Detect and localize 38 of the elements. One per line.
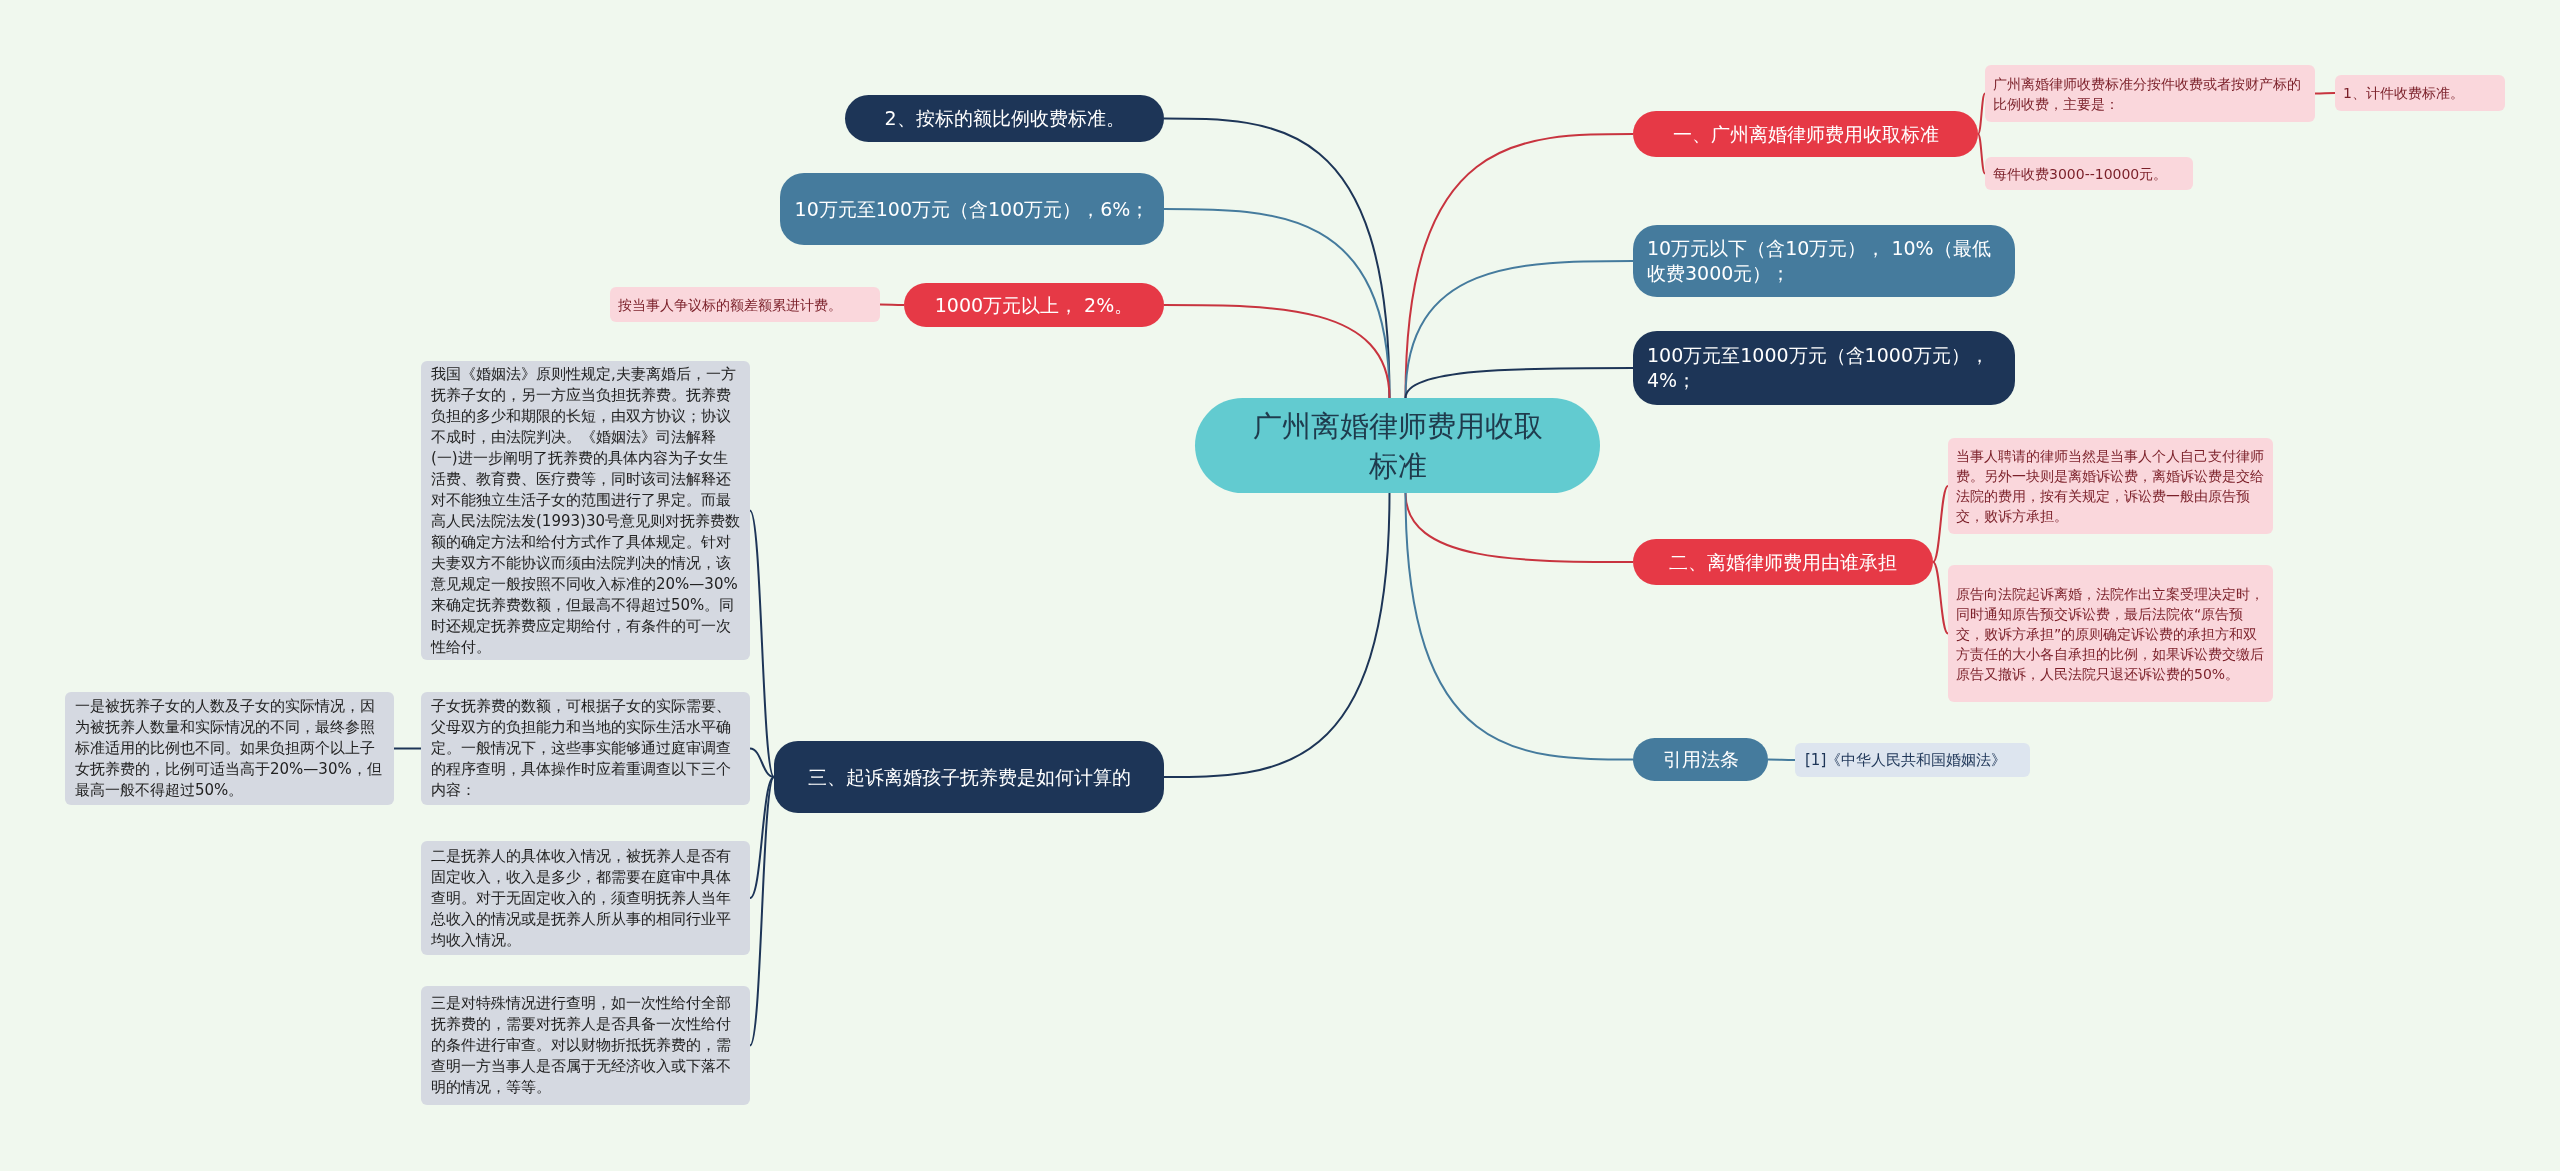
connector-line [1404, 367, 1634, 399]
connector-line [879, 303, 905, 306]
topic-pill: 1000万元以上， 2%。 [904, 283, 1164, 327]
topic-pill: 引用法条 [1633, 738, 1768, 781]
connector-line [749, 776, 775, 899]
connector-line [749, 747, 775, 778]
connector-line [1163, 492, 1391, 778]
connector-line [1404, 492, 1634, 761]
note-box: 广州离婚律师收费标准分按件收费或者按财产标的比例收费，主要是： [1985, 65, 2315, 122]
topic-pill: 10万元以下（含10万元）， 10%（最低收费3000元）； [1633, 225, 2015, 297]
note-box: 我国《婚姻法》原则性规定,夫妻离婚后，一方抚养子女的，另一方应当负担抚养费。抚养费负担的多少和期限的长短，由双方协议；协议不成时，由法院判决。《婚姻法》司法解释(一)进一步阐明了抚养费的具体内容为子女生活费、教育费、医疗费等，同时该司法解释还对不能独立生活子女的范围进行了界定。而最高人民法院法发(1993)30号意见则对抚养费数额的确定方法和给付方式作了具体规定。针对夫妻双方不能协议而须由法院判决的情况，该意见规定一般按照不同收入标准的20%—30%来确定抚养费数额，但最高不得超过50%。同时还规定抚养费应定期给付，有条件的可一次性给付。 [421, 361, 750, 660]
connector-line [1932, 561, 1949, 635]
central-topic: 广州离婚律师费用收取标准 [1195, 398, 1600, 493]
topic-pill: 10万元至100万元（含100万元），6%； [780, 173, 1164, 245]
connector-line [1767, 758, 1796, 761]
connector-line [393, 747, 422, 750]
topic-pill: 二、离婚律师费用由谁承担 [1633, 539, 1933, 585]
topic-pill: 一、广州离婚律师费用收取标准 [1633, 111, 1978, 157]
note-box: 原告向法院起诉离婚，法院作出立案受理决定时，同时通知原告预交诉讼费，最后法院依“原告预交，败诉方承担”的原则确定诉讼费的承担方和双方责任的大小各自承担的比例，如果诉讼费交缴后原告又撤诉，人民法院只退还诉讼费的50%。 [1948, 565, 2273, 702]
note-box: 当事人聘请的律师当然是当事人个人自己支付律师费。另外一块则是离婚诉讼费，离婚诉讼费是交给法院的费用，按有关规定，诉讼费一般由原告预交，败诉方承担。 [1948, 438, 2273, 534]
note-box: 一是被抚养子女的人数及子女的实际情况，因为被抚养人数量和实际情况的不同，最终参照标准适用的比例也不同。如果负担两个以上子女抚养费的，比例可适当高于20%—30%，但最高一般不得超过50%。 [65, 692, 394, 805]
note-box: 子女抚养费的数额，可根据子女的实际需要、父母双方的负担能力和当地的实际生活水平确定。一般情况下，这些事实能够通过庭审调查的程序查明，具体操作时应着重调查以下三个内容： [421, 692, 750, 805]
note-box: [1]《中华人民共和国婚姻法》 [1795, 743, 2030, 777]
note-box: 二是抚养人的具体收入情况，被抚养人是否有固定收入，收入是多少，都需要在庭审中具体查明。对于无固定收入的，须查明抚养人当年总收入的情况或是抚养人所从事的相同行业平均收入情况。 [421, 841, 750, 955]
connector-line [749, 509, 775, 778]
topic-pill: 三、起诉离婚孩子抚养费是如何计算的 [774, 741, 1164, 813]
connector-line [749, 776, 775, 1047]
connector-line [1163, 304, 1391, 399]
connector-line [1977, 92, 1986, 135]
note-box: 按当事人争议标的额差额累进计费。 [610, 287, 880, 322]
note-box: 1、计件收费标准。 [2335, 75, 2505, 111]
note-box: 每件收费3000--10000元。 [1985, 157, 2193, 190]
connector-line [1977, 133, 1986, 175]
topic-pill: 2、按标的额比例收费标准。 [845, 95, 1164, 142]
connector-line [1932, 485, 1949, 563]
topic-pill: 100万元至1000万元（含1000万元），4%； [1633, 331, 2015, 405]
connector-line [2314, 92, 2336, 95]
note-box: 三是对特殊情况进行查明，如一次性给付全部抚养费的，需要对抚养人是否具备一次性给付的条件进行审查。对以财物折抵抚养费的，需查明一方当事人是否属于无经济收入或下落不明的情况，等等。 [421, 986, 750, 1105]
